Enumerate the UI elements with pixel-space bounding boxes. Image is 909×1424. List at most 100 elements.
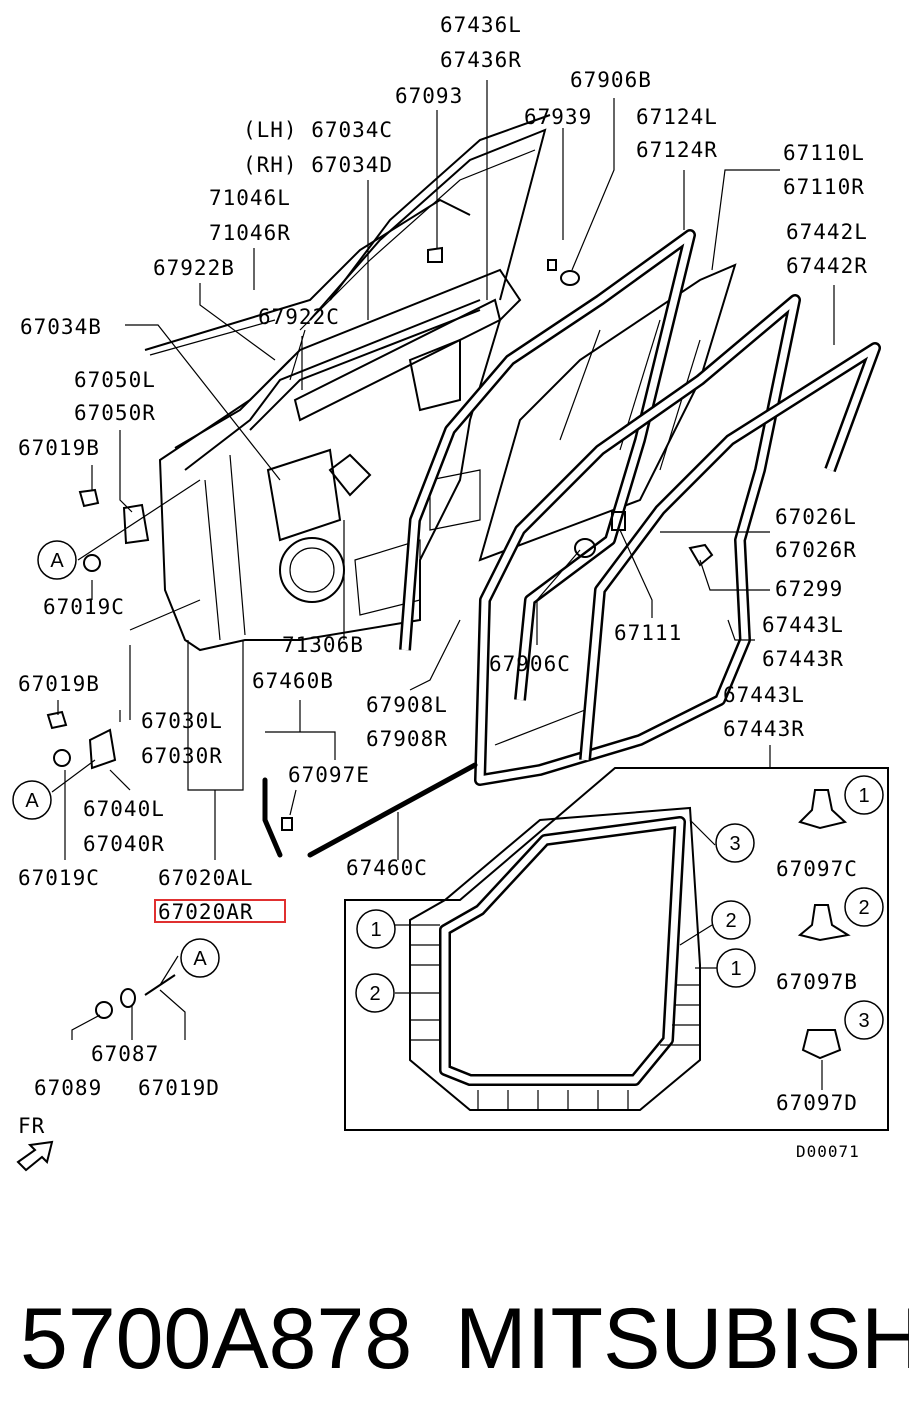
callout-circle (715, 823, 755, 863)
part-label-67906b[interactable]: 67906B (570, 68, 652, 92)
door-glass-drawing (478, 263, 737, 562)
callout-c2a: 2 (844, 887, 884, 927)
part-label-67443l[interactable]: 67443L (723, 683, 805, 707)
part-label-67026l[interactable]: 67026L (775, 505, 857, 529)
part-label-67019d[interactable]: 67019D (138, 1076, 220, 1100)
part-label-67922b[interactable]: 67922B (153, 256, 235, 280)
part-label--lh-67034c[interactable]: (LH) 67034C (243, 118, 393, 142)
part-label-71046l[interactable]: 71046L (209, 186, 291, 210)
callout-text: A (50, 550, 64, 572)
callout-c2b: 2 (711, 900, 751, 940)
callout-text: 2 (725, 910, 736, 932)
part-label-67922c[interactable]: 67922C (258, 305, 340, 329)
fasteners-drawing (46, 246, 714, 1019)
callout-circles: A A A 1 3 2 2 1 1 2 3 (12, 540, 884, 1040)
callout-cA2: A (12, 780, 52, 820)
part-label-67097e[interactable]: 67097E (288, 763, 370, 787)
weatherstrip-drawing (262, 229, 881, 858)
callout-c2c: 2 (355, 973, 395, 1013)
part-label-67436r[interactable]: 67436R (440, 48, 522, 72)
part-label-67110r[interactable]: 67110R (783, 175, 865, 199)
part-label-67097d[interactable]: 67097D (776, 1091, 858, 1115)
callout-c1b: 1 (356, 909, 396, 949)
callout-c3b: 3 (844, 1000, 884, 1040)
part-label-67026r[interactable]: 67026R (775, 538, 857, 562)
front-direction-arrow (16, 1140, 54, 1172)
leader-lines (51, 80, 835, 1090)
seal-detail-box (344, 767, 889, 1131)
part-label-67299[interactable]: 67299 (775, 577, 843, 601)
part-label-67908r[interactable]: 67908R (366, 727, 448, 751)
part-label-67443r[interactable]: 67443R (762, 647, 844, 671)
callout-circle (844, 887, 884, 927)
part-label-67089[interactable]: 67089 (34, 1076, 102, 1100)
callout-text: 2 (858, 897, 869, 919)
part-label-67460b[interactable]: 67460B (252, 669, 334, 693)
part-label-67019c[interactable]: 67019C (18, 866, 100, 890)
part-label-67034b[interactable]: 67034B (20, 315, 102, 339)
callout-text: 1 (858, 785, 869, 807)
part-label-67097c[interactable]: 67097C (776, 857, 858, 881)
part-label-67906c[interactable]: 67906C (489, 652, 571, 676)
callout-circle (355, 973, 395, 1013)
callout-cA1: A (37, 540, 77, 580)
part-label-67030l[interactable]: 67030L (141, 709, 223, 733)
part-label-67019c[interactable]: 67019C (43, 595, 125, 619)
part-label-67020al[interactable]: 67020AL (158, 866, 254, 890)
part-label-67110l[interactable]: 67110L (783, 141, 865, 165)
callout-circle (37, 540, 77, 580)
door-panel-drawing (144, 114, 551, 652)
part-label-67460c[interactable]: 67460C (346, 856, 428, 880)
direction-label: FR (18, 1114, 45, 1138)
part-label-67030r[interactable]: 67030R (141, 744, 223, 768)
callout-circle (844, 1000, 884, 1040)
part-label-67019b[interactable]: 67019B (18, 436, 100, 460)
part-label-67124l[interactable]: 67124L (636, 105, 718, 129)
part-label-71046r[interactable]: 71046R (209, 221, 291, 245)
part-label-67040r[interactable]: 67040R (83, 832, 165, 856)
callout-circle (711, 900, 751, 940)
callout-circle (12, 780, 52, 820)
part-label-67050l[interactable]: 67050L (74, 368, 156, 392)
callout-c3a: 3 (715, 823, 755, 863)
callout-text: 3 (729, 833, 740, 855)
part-label-67087[interactable]: 67087 (91, 1042, 159, 1066)
part-label-67436l[interactable]: 67436L (440, 13, 522, 37)
part-label-67050r[interactable]: 67050R (74, 401, 156, 425)
callout-text: A (193, 948, 207, 970)
part-label-67097b[interactable]: 67097B (776, 970, 858, 994)
callout-text: A (25, 790, 39, 812)
callout-c1c: 1 (716, 948, 756, 988)
part-label-67908l[interactable]: 67908L (366, 693, 448, 717)
part-label-71306b[interactable]: 71306B (282, 633, 364, 657)
part-number: 5700A878 (20, 1291, 412, 1387)
callout-circle (844, 775, 884, 815)
part-label-67442r[interactable]: 67442R (786, 254, 868, 278)
callout-circle (716, 948, 756, 988)
figure-code: D00071 (796, 1142, 860, 1161)
callout-text: 1 (730, 958, 741, 980)
part-label-67093[interactable]: 67093 (395, 84, 463, 108)
part-label-67019b[interactable]: 67019B (18, 672, 100, 696)
part-label-67443r[interactable]: 67443R (723, 717, 805, 741)
part-label-67040l[interactable]: 67040L (83, 797, 165, 821)
part-label-67020ar[interactable]: 67020AR (158, 900, 254, 924)
callout-text: 2 (369, 983, 380, 1005)
part-label-67939[interactable]: 67939 (524, 105, 592, 129)
callout-c1a: 1 (844, 775, 884, 815)
callout-circle (356, 909, 396, 949)
brand-name: MITSUBISHI (455, 1291, 909, 1387)
part-label-67124r[interactable]: 67124R (636, 138, 718, 162)
callout-text: 3 (858, 1010, 869, 1032)
callout-text: 1 (370, 919, 381, 941)
highlighted-part-box (154, 899, 286, 923)
callout-circle (180, 938, 220, 978)
part-labels: 67436L 67436R 67906B 67093 67939 67124L 67124R… (18, 13, 868, 1115)
callout-cA3: A (180, 938, 220, 978)
part-label-67442l[interactable]: 67442L (786, 220, 868, 244)
part-label-67111[interactable]: 67111 (614, 621, 682, 645)
part-label-67443l[interactable]: 67443L (762, 613, 844, 637)
part-label--rh-67034d[interactable]: (RH) 67034D (243, 153, 393, 177)
